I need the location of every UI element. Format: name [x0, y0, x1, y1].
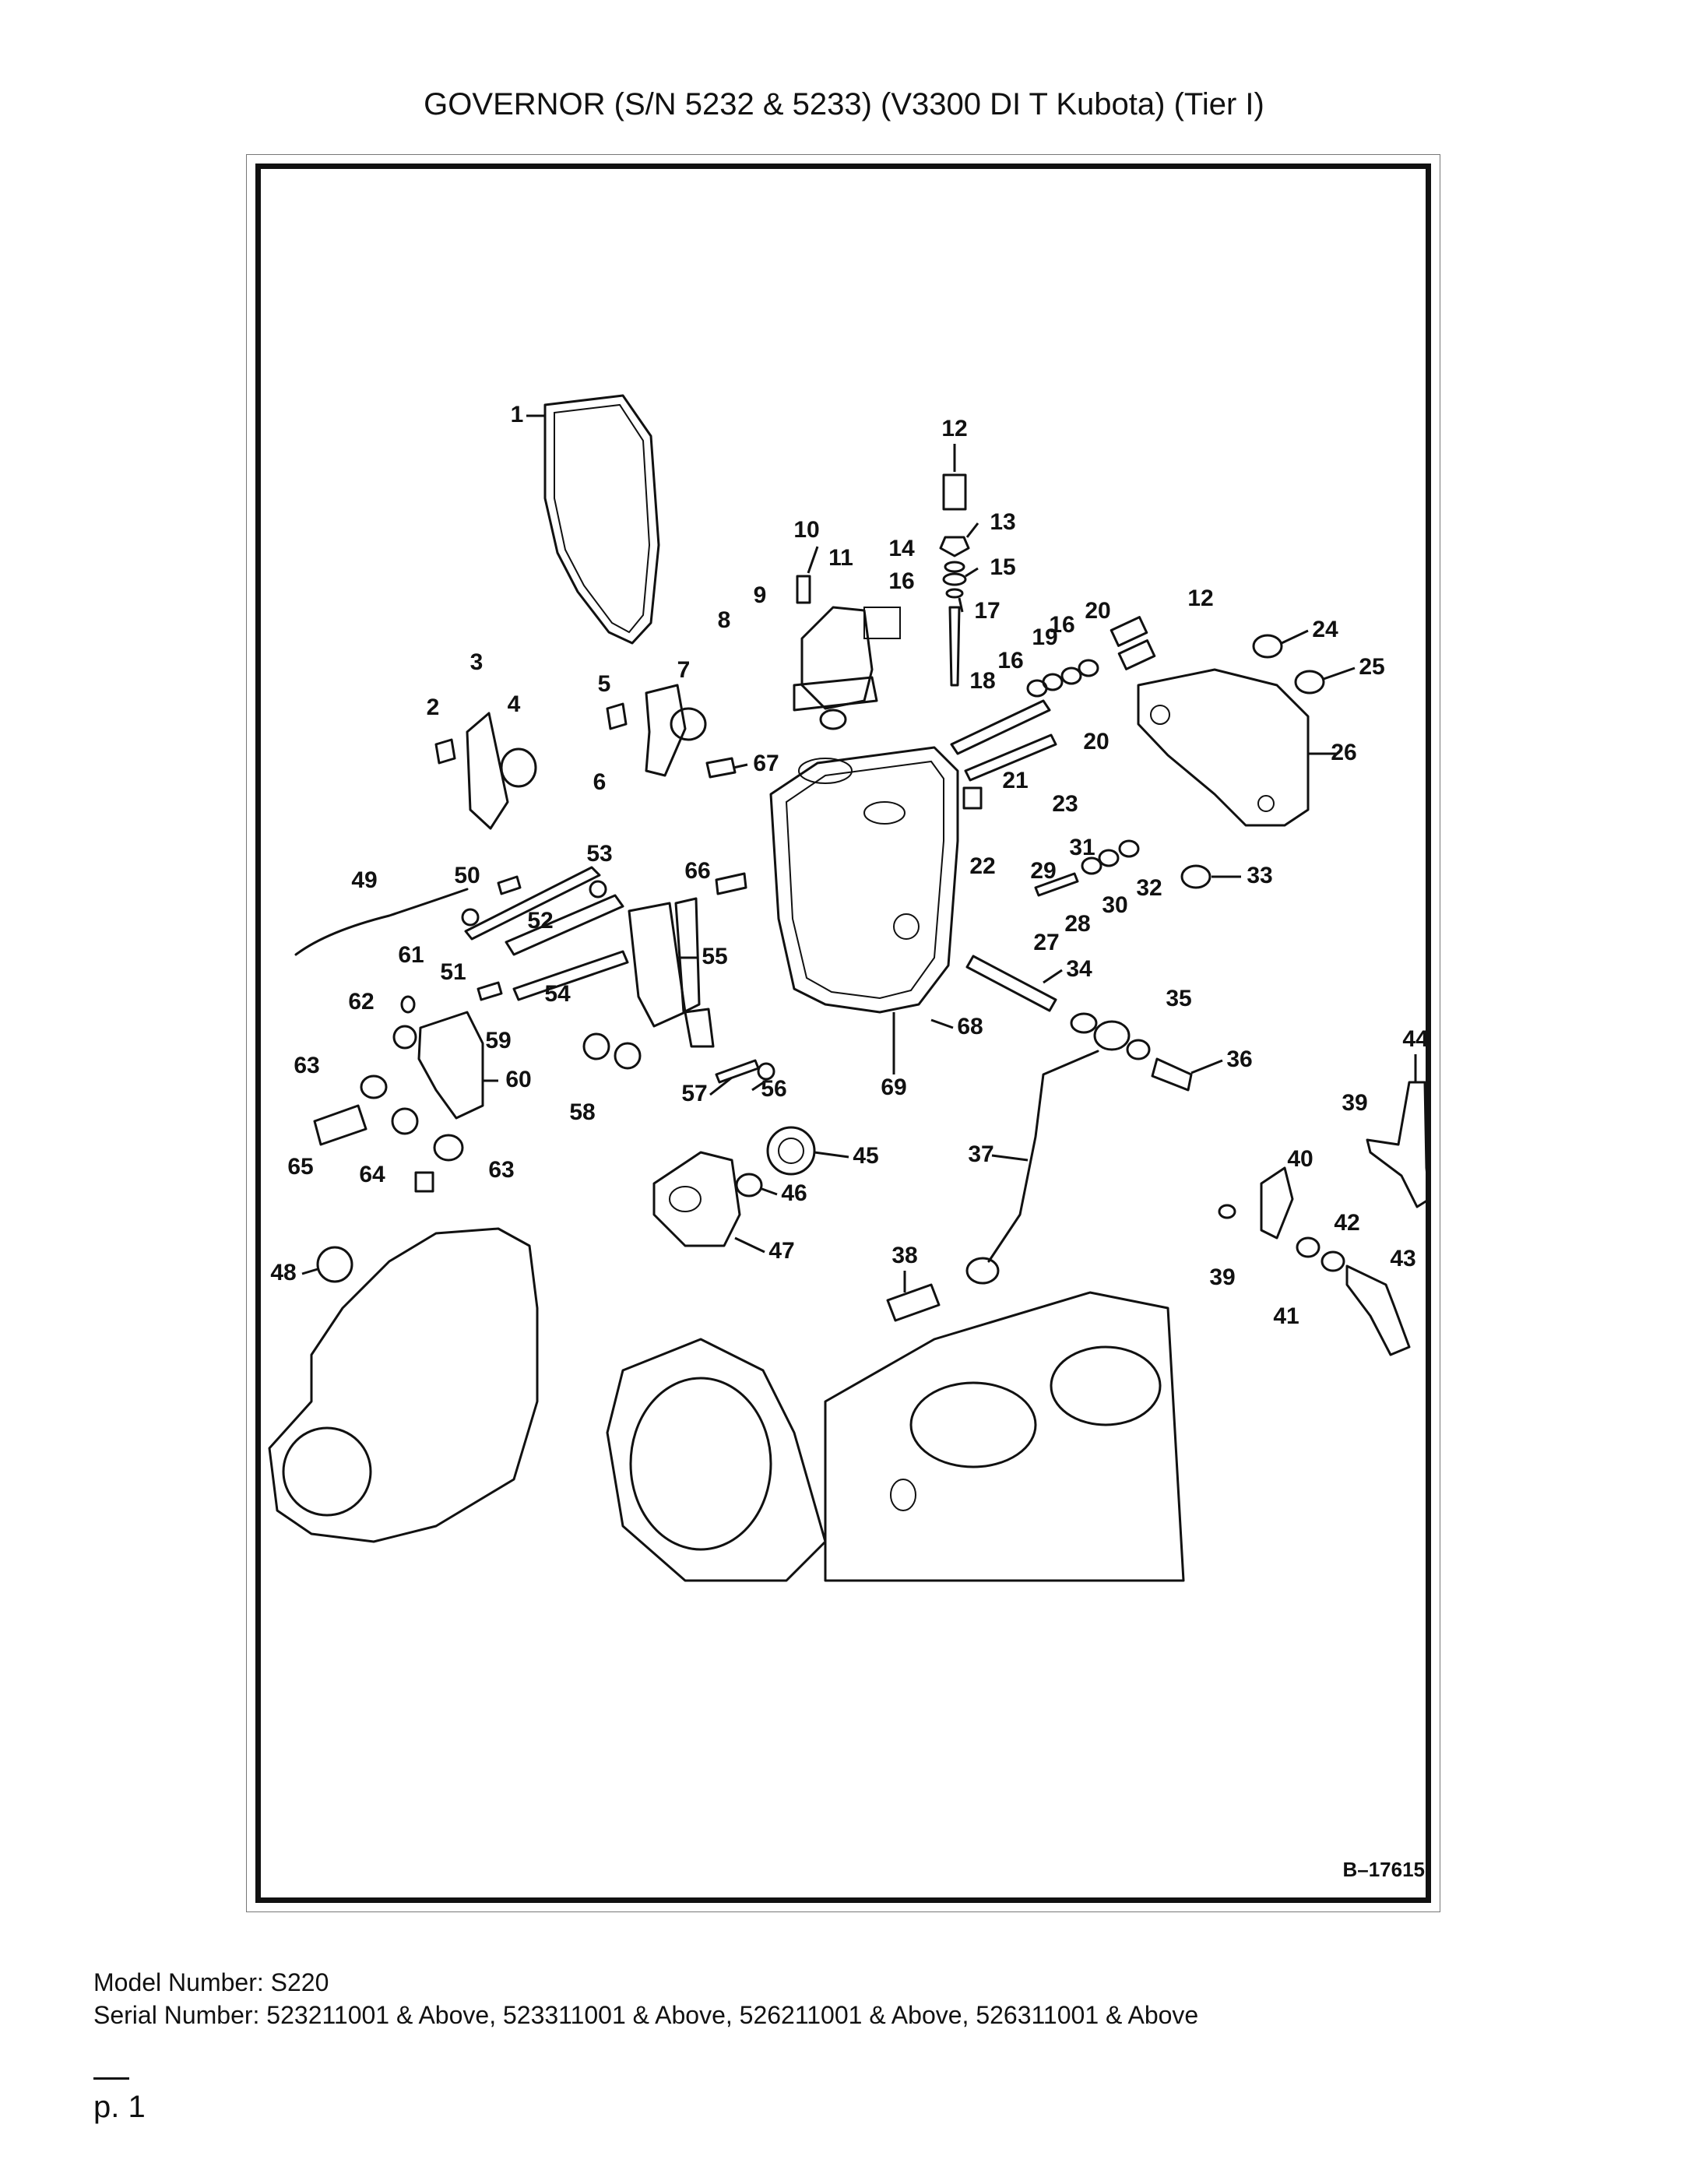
callout-8: 8: [718, 607, 731, 633]
callout-43: 43: [1390, 1246, 1415, 1271]
callout-63: 63: [294, 1053, 319, 1078]
callout-42: 42: [1334, 1210, 1359, 1236]
governor-housing: [769, 746, 959, 1014]
page-number: p. 1: [93, 2090, 146, 2124]
callout-30: 30: [1102, 892, 1127, 918]
callout-45: 45: [853, 1143, 878, 1169]
callout-67: 67: [753, 751, 779, 776]
callout-13: 13: [990, 509, 1015, 535]
callout-59: 59: [485, 1028, 511, 1053]
callout-49: 49: [351, 867, 377, 893]
callout-36: 36: [1226, 1046, 1252, 1072]
callout-35: 35: [1166, 986, 1191, 1011]
callout-leaders: [301, 414, 1417, 1292]
part-drawings: [268, 394, 1426, 1582]
callout-60: 60: [505, 1067, 531, 1092]
callout-3: 3: [470, 649, 484, 675]
callout-58: 58: [569, 1099, 595, 1125]
cover-part: [1137, 668, 1310, 827]
callout-16: 16: [1049, 612, 1074, 638]
callout-40: 40: [1287, 1146, 1313, 1172]
callout-46: 46: [781, 1180, 807, 1206]
callout-38: 38: [891, 1243, 917, 1268]
callout-28: 28: [1064, 911, 1090, 937]
callout-14: 14: [888, 536, 915, 561]
diagram-border: [255, 164, 1431, 1903]
callout-22: 22: [969, 853, 995, 879]
page-divider: [93, 2077, 129, 2080]
callout-16: 16: [888, 568, 914, 594]
callout-29: 29: [1030, 858, 1056, 884]
callout-32: 32: [1136, 875, 1162, 901]
lever-part: [1366, 1081, 1426, 1208]
callout-18: 18: [969, 668, 995, 694]
callout-37: 37: [968, 1141, 993, 1167]
callout-63: 63: [488, 1157, 514, 1183]
callout-68: 68: [957, 1014, 983, 1039]
gasket-part: [543, 394, 660, 645]
drawing-number: B–17615: [1342, 1858, 1425, 1881]
model-number: Model Number: S220: [93, 1968, 329, 1996]
callout-69: 69: [881, 1074, 906, 1100]
callout-10: 10: [793, 517, 819, 543]
callout-54: 54: [544, 981, 571, 1007]
callout-55: 55: [702, 944, 727, 969]
callout-27: 27: [1033, 930, 1059, 955]
callout-16: 16: [997, 648, 1023, 673]
actuator-part: [800, 606, 874, 710]
callout-57: 57: [681, 1081, 707, 1106]
callout-5: 5: [598, 671, 611, 697]
callout-61: 61: [398, 942, 424, 968]
callout-19: 19: [1032, 624, 1057, 650]
callout-56: 56: [761, 1076, 786, 1102]
callout-50: 50: [454, 863, 480, 888]
callout-26: 26: [1331, 740, 1356, 765]
callout-12: 12: [941, 416, 967, 441]
callout-66: 66: [684, 858, 710, 884]
callout-11: 11: [828, 545, 853, 571]
callout-47: 47: [768, 1238, 794, 1264]
callout-21: 21: [1002, 768, 1028, 793]
callout-20: 20: [1083, 729, 1109, 754]
governor-exploded-diagram: 1234567891011121314151617181619162012242…: [268, 394, 1426, 1582]
cable-part: [294, 888, 469, 956]
callout-2: 2: [427, 695, 440, 720]
callout-23: 23: [1052, 791, 1078, 817]
callout-48: 48: [270, 1260, 296, 1285]
callout-4: 4: [508, 691, 521, 717]
callout-15: 15: [990, 554, 1015, 580]
callout-44: 44: [1402, 1026, 1426, 1052]
callout-34: 34: [1066, 956, 1092, 982]
serial-number: Serial Number: 523211001 & Above, 523311…: [93, 2001, 1199, 2029]
callout-33: 33: [1247, 863, 1272, 888]
callout-25: 25: [1359, 654, 1384, 680]
callout-12: 12: [1187, 586, 1213, 611]
callout-1: 1: [511, 402, 524, 427]
callout-64: 64: [359, 1162, 385, 1187]
callout-51: 51: [440, 959, 466, 985]
page-title: GOVERNOR (S/N 5232 & 5233) (V3300 DI T K…: [424, 87, 1264, 121]
callout-7: 7: [677, 657, 691, 683]
callout-39: 39: [1209, 1264, 1235, 1290]
callout-31: 31: [1069, 835, 1095, 860]
engine-block: [268, 1227, 539, 1543]
callout-41: 41: [1273, 1303, 1299, 1329]
diagram-outer-frame: [246, 154, 1440, 1912]
callout-39: 39: [1342, 1090, 1367, 1116]
callout-62: 62: [348, 989, 374, 1015]
callout-53: 53: [586, 841, 612, 867]
callout-24: 24: [1312, 617, 1338, 642]
fuel-pipe-part: [987, 1050, 1099, 1263]
callout-9: 9: [754, 582, 767, 608]
callout-17: 17: [974, 598, 1000, 624]
callout-65: 65: [287, 1154, 313, 1180]
callout-6: 6: [593, 769, 607, 795]
callout-52: 52: [527, 908, 553, 934]
callout-20: 20: [1085, 598, 1110, 624]
